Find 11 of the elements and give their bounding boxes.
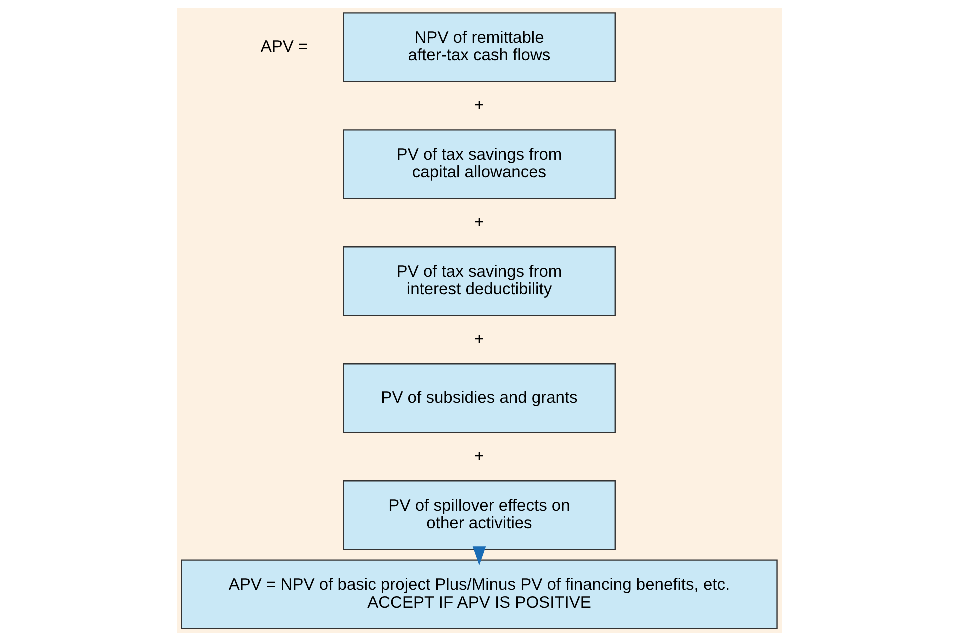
node-label: APV = <box>260 36 308 56</box>
label: + <box>474 95 484 114</box>
node-box: PV of subsidies and grants <box>343 364 616 434</box>
label: + <box>474 329 484 348</box>
label: + <box>474 446 484 466</box>
arrow <box>472 546 486 566</box>
label: + <box>474 212 484 232</box>
node-box: PV of tax savings from interest deductibility <box>343 246 616 316</box>
node-box: PV of tax savings from capital allowances <box>343 130 616 200</box>
node-box: APV = NPV of basic project Plus/Minus PV of financing benefits, etc. ACCEPT IF APV IS POSITIVE <box>181 560 778 630</box>
node-box: NPV of remittable after-tax cash flows <box>343 12 616 82</box>
